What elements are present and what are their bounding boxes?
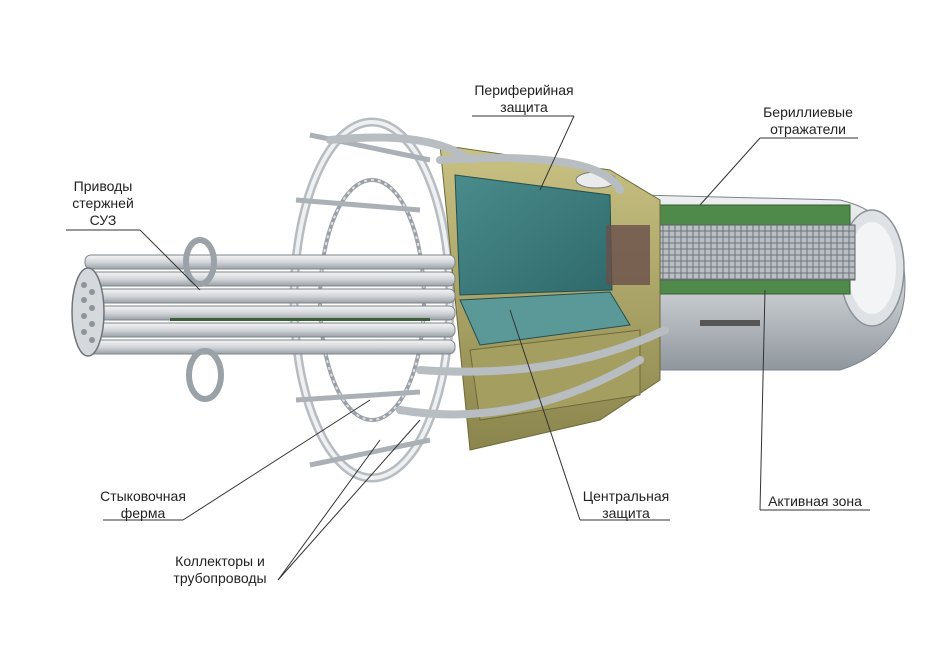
label-line: Периферийная bbox=[474, 82, 574, 98]
label-line: трубопроводы bbox=[173, 570, 267, 586]
label-line: отражатели bbox=[770, 121, 846, 137]
label-collectors-pipes: Коллекторы и трубопроводы bbox=[160, 553, 280, 587]
label-docking-truss: Стыковочная ферма bbox=[100, 488, 186, 522]
label-peripheral-shield: Периферийная защита bbox=[472, 82, 576, 116]
label-line: Активная зона bbox=[768, 493, 862, 509]
label-beryllium-reflectors: Бериллиевые отражатели bbox=[758, 104, 858, 138]
label-line: Центральная bbox=[582, 488, 670, 504]
label-line: защита bbox=[500, 99, 548, 115]
label-line: СУЗ bbox=[89, 212, 117, 228]
label-line: Стыковочная bbox=[100, 488, 186, 504]
label-line: Коллекторы и bbox=[175, 553, 265, 569]
label-line: ферма bbox=[120, 505, 166, 521]
label-central-shield: Центральная защита bbox=[578, 488, 674, 522]
label-line: защита bbox=[602, 505, 650, 521]
label-line: Приводы bbox=[73, 178, 133, 194]
collectors-pipes bbox=[326, 133, 669, 419]
shield-body bbox=[439, 144, 661, 451]
label-control-rod-drives: Приводы стержней СУЗ bbox=[66, 178, 140, 229]
control-rod-drives bbox=[71, 254, 456, 357]
rear-vessel bbox=[639, 194, 906, 371]
label-active-zone: Активная зона bbox=[760, 493, 870, 510]
label-line: Бериллиевые bbox=[763, 104, 853, 120]
leader-lines bbox=[66, 115, 870, 581]
collector-rings bbox=[183, 237, 224, 402]
label-line: стержней bbox=[72, 195, 134, 211]
